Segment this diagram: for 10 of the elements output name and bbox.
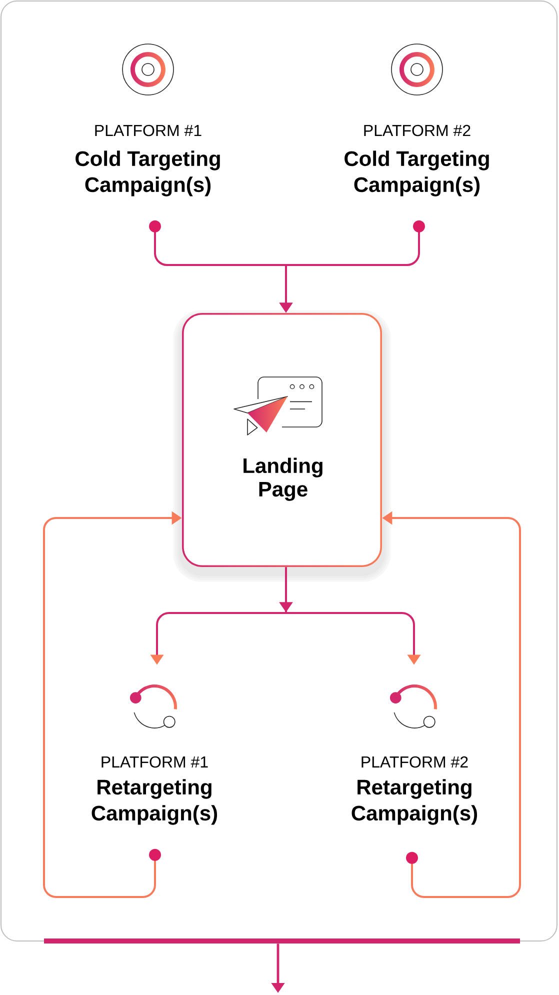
- platform-label: PLATFORM #1: [95, 124, 202, 136]
- bar: [44, 938, 520, 944]
- platform-label: PLATFORM #1: [102, 756, 208, 768]
- campaign-title: Cold Targeting Campaign(s): [344, 150, 489, 196]
- platform-label: PLATFORM #2: [362, 756, 468, 768]
- campaign-title: Cold Targeting Campaign(s): [76, 150, 220, 196]
- campaign-title: Retargeting Campaign(s): [352, 779, 478, 825]
- campaign-title: Retargeting Campaign(s): [92, 779, 218, 825]
- platform-label: PLATFORM #2: [364, 124, 470, 136]
- rounded-box: Landing Page: [173, 310, 391, 582]
